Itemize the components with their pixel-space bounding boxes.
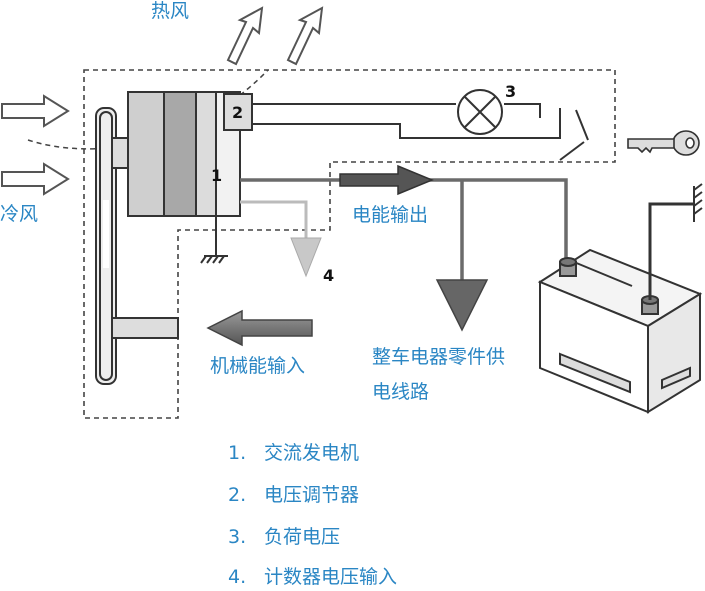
ignition-key-icon [627, 130, 700, 156]
voltage-regulator-box [223, 93, 253, 131]
engine-boundary-dashed [83, 69, 616, 419]
legend-text: 计数器电压输入 [264, 566, 398, 588]
supply-line-label-1: 整车电器零件供 [372, 346, 506, 368]
cold-air-arrows [1, 94, 70, 196]
belt-drive [95, 107, 179, 385]
meter-wire [240, 200, 308, 238]
hot-air-label: 热风 [151, 0, 190, 22]
battery-ground-wire [648, 202, 694, 300]
marker-alternator: 1 [211, 166, 223, 185]
power-output-arrow [339, 164, 434, 196]
legend-item: 4. 计数器电压输入 [228, 568, 397, 587]
regulator-circuit-wire [252, 103, 589, 161]
power-output-label: 电能输出 [352, 204, 429, 226]
legend-number: 3. [228, 526, 247, 548]
supply-line-label-2: 电线路 [372, 381, 430, 403]
legend-text: 负荷电压 [264, 526, 341, 548]
meter-input-arrow [290, 237, 322, 278]
ground-symbol [200, 216, 228, 264]
legend-item: 3. 负荷电压 [228, 528, 340, 547]
battery-icon [537, 248, 703, 414]
marker-load: 3 [505, 82, 517, 101]
mechanical-input-arrow [206, 309, 313, 347]
load-lamp-icon [457, 89, 503, 135]
legend-item: 2. 电压调节器 [228, 486, 359, 505]
legend-number: 1. [228, 442, 247, 464]
cold-air-label: 冷风 [0, 203, 39, 225]
legend-item: 1. 交流发电机 [228, 444, 359, 463]
legend-number: 4. [228, 566, 247, 588]
alternator-body [127, 91, 241, 217]
power-output-wire [240, 178, 568, 288]
supply-line-arrow [435, 279, 489, 332]
marker-meter: 4 [323, 266, 335, 285]
legend-text: 交流发电机 [264, 442, 360, 464]
marker-regulator: 2 [232, 103, 244, 122]
legend-number: 2. [228, 484, 247, 506]
legend-text: 电压调节器 [264, 484, 360, 506]
hot-air-arrows [226, 6, 324, 66]
mechanical-input-label: 机械能输入 [210, 355, 306, 377]
chassis-ground-icon [693, 183, 703, 222]
